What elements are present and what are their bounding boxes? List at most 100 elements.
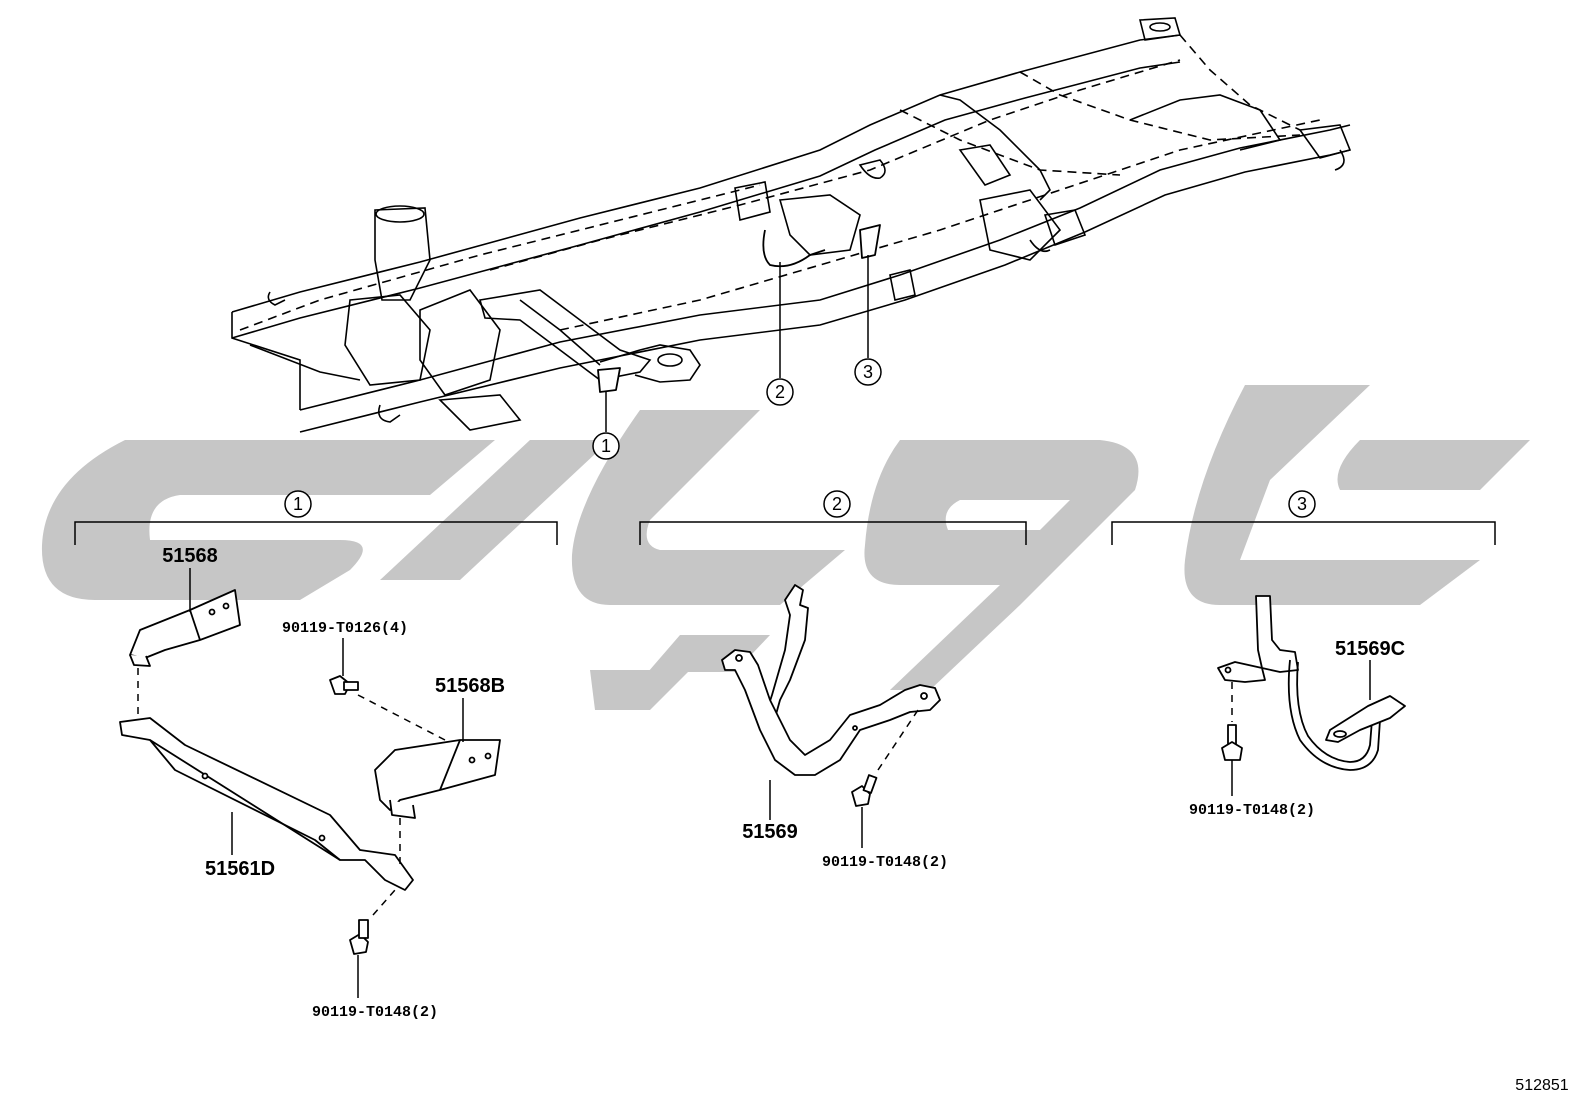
- frame-near-rail-top: [231, 34, 1181, 313]
- bolt-t0126-shank: [343, 681, 359, 691]
- group-2-header: 2: [639, 490, 1027, 545]
- strap-51569c-bracket-upright: [1255, 595, 1299, 673]
- bracket-51568b-hole-2: [484, 752, 492, 760]
- part-label-51568b: 51568B: [435, 675, 505, 697]
- part-51568-bracket: [129, 589, 241, 667]
- frame-hidden-edge-1: [239, 184, 761, 331]
- strap-51569c-clamp-hole: [1333, 730, 1347, 738]
- callout-2-circle: [766, 378, 794, 406]
- frame-installed-straps: [597, 224, 881, 393]
- frame-mount-hole: [657, 353, 683, 367]
- vehicle-frame-assembly: [231, 17, 1352, 433]
- part-51569-strap: [721, 584, 941, 776]
- group-3-bracket-line: [1111, 521, 1496, 545]
- strap-51569c-band-inner: [1296, 661, 1373, 763]
- installed-bracket-3: [859, 224, 881, 259]
- frame-callouts: 1 2 3: [592, 255, 882, 460]
- bolt-90119-t0126: [329, 675, 359, 695]
- callout-2-label: 2: [775, 382, 785, 402]
- callout-3-label: 3: [863, 362, 873, 382]
- watermark-letter-l: [571, 410, 845, 605]
- group-3-header: 3: [1111, 490, 1496, 545]
- bracket-51568-foot: [129, 654, 151, 667]
- frame-rear-end-plate: [1298, 124, 1352, 159]
- frame-front-crossmember: [231, 312, 301, 410]
- watermark-letter-i: [380, 440, 610, 580]
- part-label-90119-t0126: 90119-T0126(4): [282, 620, 408, 637]
- frame-bracket-mid-2: [958, 144, 1012, 186]
- callout-1-label: 1: [601, 436, 611, 456]
- frame-rear-hanger-1: [979, 189, 1062, 261]
- bracket-51568-body: [129, 589, 241, 659]
- frame-rear-top-bracket: [1138, 17, 1182, 41]
- part-51568b-bracket: [374, 739, 501, 819]
- guide-t0126-to-51568b: [357, 694, 446, 741]
- group-2-label: 2: [832, 494, 842, 514]
- frame-engine-crossmember: [478, 289, 652, 381]
- part-label-51568: 51568: [162, 545, 218, 567]
- frame-coil-tower-near: [374, 207, 431, 301]
- frame-bracket-mid-1: [734, 181, 771, 222]
- bracket-51568b-foot: [389, 799, 416, 819]
- watermark-letter-g: [864, 440, 1139, 690]
- strap-51569c-clamp: [1325, 695, 1406, 743]
- watermark-dash-1: [590, 670, 690, 710]
- crossmember-51561d-edge: [149, 739, 341, 861]
- installed-bracket-1: [597, 367, 621, 393]
- strap-51569c-band-outer: [1287, 659, 1381, 771]
- frame-suspension-arm-near: [344, 294, 431, 386]
- bolt-t0148-g1-shank: [358, 919, 369, 939]
- frame-suspension-lower: [438, 394, 522, 431]
- bolt-90119-t0148-g3: [1221, 724, 1243, 761]
- bracket-51568b-hole-1: [468, 756, 476, 764]
- watermark-letter-c-1: [1184, 385, 1480, 605]
- frame-crossmember-inner: [519, 299, 601, 366]
- frame-bracket-mid-3: [858, 159, 886, 180]
- frame-coil-top-near: [375, 205, 425, 223]
- callout-1-circle: [592, 432, 620, 460]
- part-label-90119-t0148-g3: 90119-T0148(2): [1189, 802, 1315, 819]
- bolt-t0148-g2-shank: [862, 774, 878, 794]
- frame-front-hook-1: [267, 291, 286, 306]
- part-label-90119-t0148-g2: 90119-T0148(2): [822, 854, 948, 871]
- part-label-51569: 51569: [742, 821, 798, 843]
- bracket-51568-fold: [189, 609, 201, 641]
- frame-far-rail-top: [299, 124, 1351, 411]
- frame-rear-top-hole: [1149, 22, 1171, 32]
- part-51569c-strap: [1217, 595, 1406, 771]
- group-1-bracket-line: [74, 521, 558, 545]
- group-2-circle: [823, 490, 851, 518]
- frame-transmission-mount: [778, 194, 861, 256]
- frame-mount-bracket-1: [599, 344, 701, 383]
- frame-hidden-edge-2: [489, 59, 1181, 271]
- diagram-id: 512851: [1515, 1077, 1568, 1094]
- bracket-51568-hole-2: [222, 602, 230, 610]
- frame-suspension-knuckle: [419, 289, 501, 396]
- watermark-letter-s: [41, 440, 496, 600]
- group-3-label: 3: [1297, 494, 1307, 514]
- bolt-t0148-g3-head: [1221, 741, 1243, 761]
- crossmember-hole-1: [201, 772, 209, 780]
- frame-bracket-mid-4: [889, 269, 916, 301]
- strap-51569-hole-3: [852, 725, 858, 731]
- frame-hidden-edge-6: [1179, 34, 1301, 131]
- strap-51569-hole-1: [735, 654, 743, 662]
- frame-front-hook-2: [377, 404, 401, 423]
- bolt-90119-t0148-g2: [851, 774, 878, 807]
- guide-bolt-g1: [372, 889, 396, 916]
- strap-51569c-bracket-hole: [1224, 666, 1232, 674]
- frame-hidden-edge-5: [899, 109, 1121, 176]
- frame-x-member-1: [939, 94, 1051, 201]
- frame-front-bumper-edge: [249, 344, 361, 381]
- frame-near-rail-bottom: [231, 61, 1181, 339]
- callout-3-circle: [854, 358, 882, 386]
- watermark-logo: [41, 385, 1530, 710]
- bracket-51568b-fold: [439, 739, 461, 791]
- frame-rear-crossmember: [1129, 94, 1282, 151]
- strap-51569-band: [721, 649, 941, 776]
- part-label-51569c: 51569C: [1335, 638, 1405, 660]
- frame-hidden-edge-4: [1019, 71, 1301, 141]
- part-label-90119-t0148-g1: 90119-T0148(2): [312, 1004, 438, 1021]
- part-label-51561d: 51561D: [205, 858, 275, 880]
